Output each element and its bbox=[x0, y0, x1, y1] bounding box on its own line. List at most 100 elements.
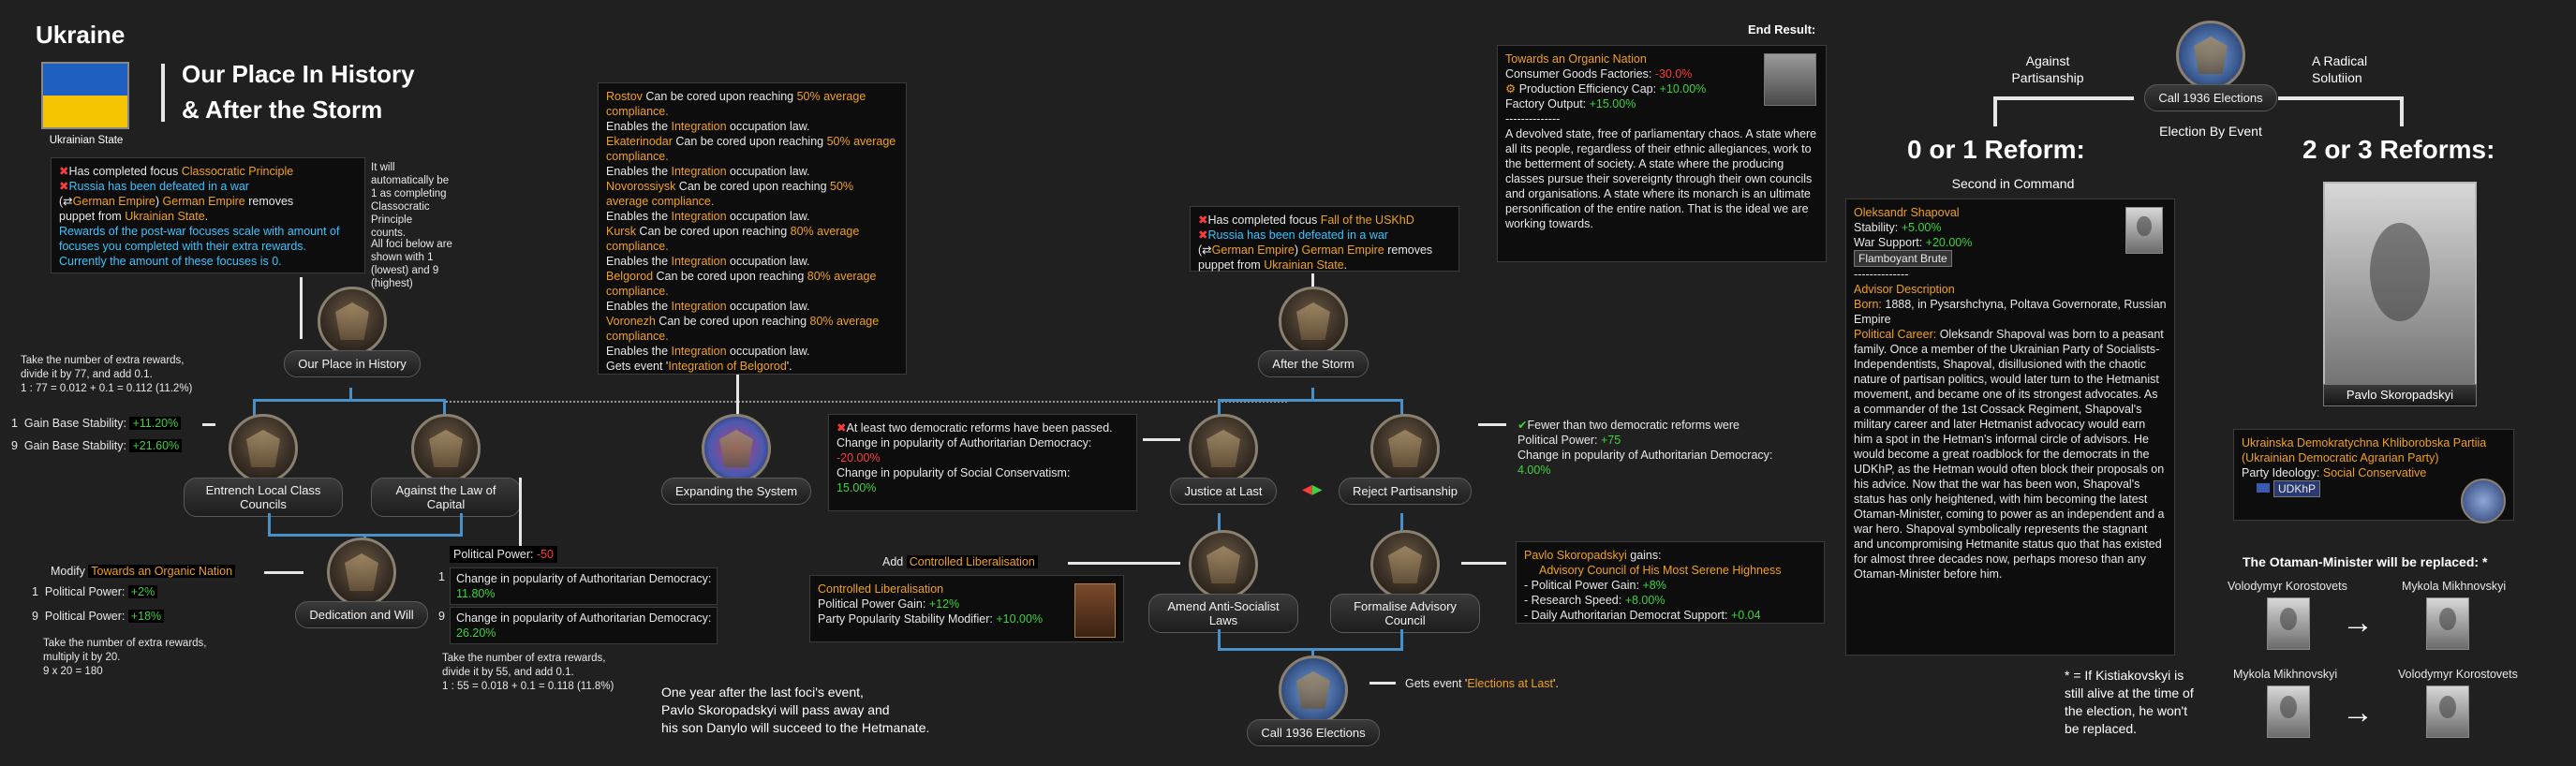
shield-icon bbox=[1279, 287, 1348, 356]
focus-against-the-law-of-capital[interactable]: Against the Law of Capital bbox=[371, 414, 521, 517]
ballot-box-icon bbox=[1279, 656, 1348, 725]
radical-solution-label: A Radical Solutiion bbox=[2312, 53, 2368, 85]
core-state-row: Voronezh Can be cored upon reaching 80% … bbox=[606, 315, 880, 343]
gets-event-elections: Gets event 'Elections at Last'. bbox=[1405, 677, 1559, 690]
otaman-b-from: Mykola Mikhnovskyi bbox=[2233, 668, 2338, 681]
pp-reward-9: 9 Political Power: +18% bbox=[32, 609, 165, 624]
ballot-box-icon bbox=[2176, 21, 2245, 90]
helmet-crest-icon bbox=[1370, 414, 1440, 483]
portrait-mikhnovskyi-2 bbox=[2267, 685, 2310, 738]
tooltip-party: Ukrainska Demokratychna Khliborobska Par… bbox=[2233, 429, 2514, 523]
leader-portrait bbox=[2323, 182, 2477, 405]
against-partisanship-label: Against Partisanship bbox=[2011, 53, 2084, 85]
exclusive-icon: ◀▶ bbox=[1302, 481, 1323, 496]
enables-law-row: Enables the Integration occupation law. bbox=[606, 120, 810, 133]
enables-law-row: Enables the Integration occupation law. bbox=[606, 255, 810, 268]
focus-label: Formalise Advisory Council bbox=[1330, 594, 1480, 633]
scales-icon bbox=[1074, 583, 1116, 638]
portrait-mikhnovskyi bbox=[2426, 597, 2469, 650]
pp-reward-1: 1 Political Power: +2% bbox=[32, 584, 158, 599]
otaman-b-to: Volodymyr Korostovets bbox=[2398, 668, 2518, 681]
focus-justice-at-last[interactable]: Justice at Last bbox=[1148, 414, 1298, 505]
focus-reject-partisanship[interactable]: Reject Partisanship bbox=[1330, 414, 1480, 505]
flag bbox=[41, 62, 129, 129]
focus-label: Call 1936 Elections bbox=[1247, 719, 1380, 746]
calc-note-1: Take the number of extra rewards,divide … bbox=[21, 355, 193, 394]
focus-label: Dedication and Will bbox=[295, 601, 428, 628]
otaman-a-from: Volodymyr Korostovets bbox=[2228, 580, 2347, 593]
end-result-heading: End Result: bbox=[1748, 22, 1816, 37]
advisor-portrait bbox=[2125, 207, 2163, 254]
focus-dedication-and-will[interactable]: Dedication and Will bbox=[287, 538, 437, 628]
portrait-korostovets bbox=[2267, 597, 2310, 650]
two-three-reform-heading: 2 or 3 Reforms: bbox=[2302, 135, 2495, 164]
enables-law-row: Enables the Integration occupation law. bbox=[606, 165, 810, 178]
tooltip-organic-nation: Towards an Organic Nation Consumer Goods… bbox=[1497, 45, 1827, 262]
otaman-heading: The Otaman-Minister will be replaced: * bbox=[2243, 554, 2488, 569]
otaman-footnote: * = If Kistiakovskyi is still alive at t… bbox=[2065, 668, 2194, 736]
eagle-icon bbox=[411, 414, 481, 483]
party-emblem-icon bbox=[2461, 479, 2506, 523]
title-divider bbox=[161, 64, 165, 122]
core-state-row: Rostov Can be cored upon reaching 50% av… bbox=[606, 90, 866, 118]
focus-label: Entrench Local Class Councils bbox=[184, 478, 343, 517]
crowd-icon bbox=[1764, 53, 1816, 106]
tooltip-against-law: Political Power: -50 1 Change in popular… bbox=[438, 546, 759, 644]
tooltip-justice: ✖At least two democratic reforms have be… bbox=[828, 414, 1137, 511]
focus-entrench-local-class-councils[interactable]: Entrench Local Class Councils bbox=[184, 414, 343, 517]
focus-label: Expanding the System bbox=[661, 478, 812, 505]
statue-icon bbox=[1189, 414, 1258, 483]
election-by-event: Election By Event bbox=[2159, 124, 2262, 139]
focus-label: Reject Partisanship bbox=[1339, 478, 1472, 505]
stability-reward-9: 9 Gain Base Stability: +21.60% bbox=[11, 438, 183, 453]
page-title-2: & After the Storm bbox=[182, 96, 383, 124]
tooltip-core-states: Rostov Can be cored upon reaching 50% av… bbox=[598, 82, 907, 375]
council-icon bbox=[318, 287, 387, 356]
zero-one-reform-heading: 0 or 1 Reform: bbox=[1907, 135, 2085, 164]
focus-label: Amend Anti-Socialist Laws bbox=[1148, 594, 1298, 633]
otaman-a-to: Mykola Mikhnovskyi bbox=[2402, 580, 2507, 593]
calc-note-3: Take the number of extra rewards,divide … bbox=[442, 653, 614, 692]
core-state-row: Ekaterinodar Can be cored upon reaching … bbox=[606, 135, 896, 163]
tooltip-our-place: ✖Has completed focus Classocratic Princi… bbox=[51, 157, 365, 273]
focus-label: Justice at Last bbox=[1170, 478, 1277, 505]
core-state-row: Kursk Can be cored upon reaching 80% ave… bbox=[606, 225, 860, 253]
focus-expanding-the-system[interactable]: Expanding the System bbox=[661, 414, 812, 505]
side-note: It will automatically be 1 as completing… bbox=[371, 162, 450, 239]
focus-label: Our Place in History bbox=[284, 350, 421, 377]
footnote-succession: One year after the last foci's event,Pav… bbox=[661, 685, 930, 735]
enables-law-row: Enables the Integration occupation law. bbox=[606, 210, 810, 223]
focus-label: Call 1936 Elections bbox=[2144, 84, 2277, 111]
hetman-icon bbox=[1370, 530, 1440, 599]
stability-reward-1: 1 Gain Base Stability: +11.20% bbox=[11, 416, 182, 431]
focus-label: After the Storm bbox=[1258, 350, 1369, 377]
second-in-command: Second in Command bbox=[1951, 176, 2075, 191]
flag-caption: Ukrainian State bbox=[49, 135, 124, 146]
focus-our-place-in-history[interactable]: Our Place in History bbox=[277, 287, 427, 377]
gear-icon: ⚙ bbox=[1505, 82, 1517, 96]
leader-name-plate: Pavlo Skoropadskyi bbox=[2323, 384, 2477, 406]
tooltip-controlled-liberalisation: Controlled Liberalisation Political Powe… bbox=[809, 575, 1124, 642]
portrait-korostovets-2 bbox=[2426, 685, 2469, 738]
focus-call-1936-elections[interactable]: Call 1936 Elections bbox=[1238, 656, 1388, 746]
crown-flag-icon bbox=[702, 414, 771, 483]
tooltip-formalise: Pavlo Skoropadskyi gains: Advisory Counc… bbox=[1516, 541, 1825, 624]
party-flag-icon bbox=[2257, 483, 2270, 493]
helmet-icon bbox=[229, 414, 298, 483]
tooltip-reject: ✔Fewer than two democratic reforms were … bbox=[1517, 419, 1773, 477]
add-spirit: Add Controlled Liberalisation bbox=[882, 554, 1038, 569]
core-state-row: Belgorod Can be cored upon reaching 80% … bbox=[606, 270, 877, 298]
fist-icon bbox=[327, 538, 396, 607]
focus-formalise-advisory-council[interactable]: Formalise Advisory Council bbox=[1330, 530, 1480, 633]
replace-arrow-2: → bbox=[2342, 695, 2374, 730]
trait-badge: Flamboyant Brute bbox=[1854, 250, 1952, 267]
side-note-2: All foci below are shown with 1 (lowest)… bbox=[371, 239, 452, 289]
gavel-icon bbox=[1189, 530, 1258, 599]
tooltip-after-storm: ✖Has completed focus Fall of the USKhD ✖… bbox=[1190, 206, 1459, 272]
focus-after-the-storm[interactable]: After the Storm bbox=[1238, 287, 1388, 377]
page-title-1: Our Place In History bbox=[182, 60, 415, 88]
focus-call-1936-elections-right[interactable]: Call 1936 Elections bbox=[2134, 21, 2287, 111]
enables-law-row: Enables the Integration occupation law. bbox=[606, 345, 810, 358]
focus-amend-anti-socialist-laws[interactable]: Amend Anti-Socialist Laws bbox=[1148, 530, 1298, 633]
tooltip-advisor-shapoval: Oleksandr Shapoval Stability: +5.00% War… bbox=[1845, 199, 2175, 656]
